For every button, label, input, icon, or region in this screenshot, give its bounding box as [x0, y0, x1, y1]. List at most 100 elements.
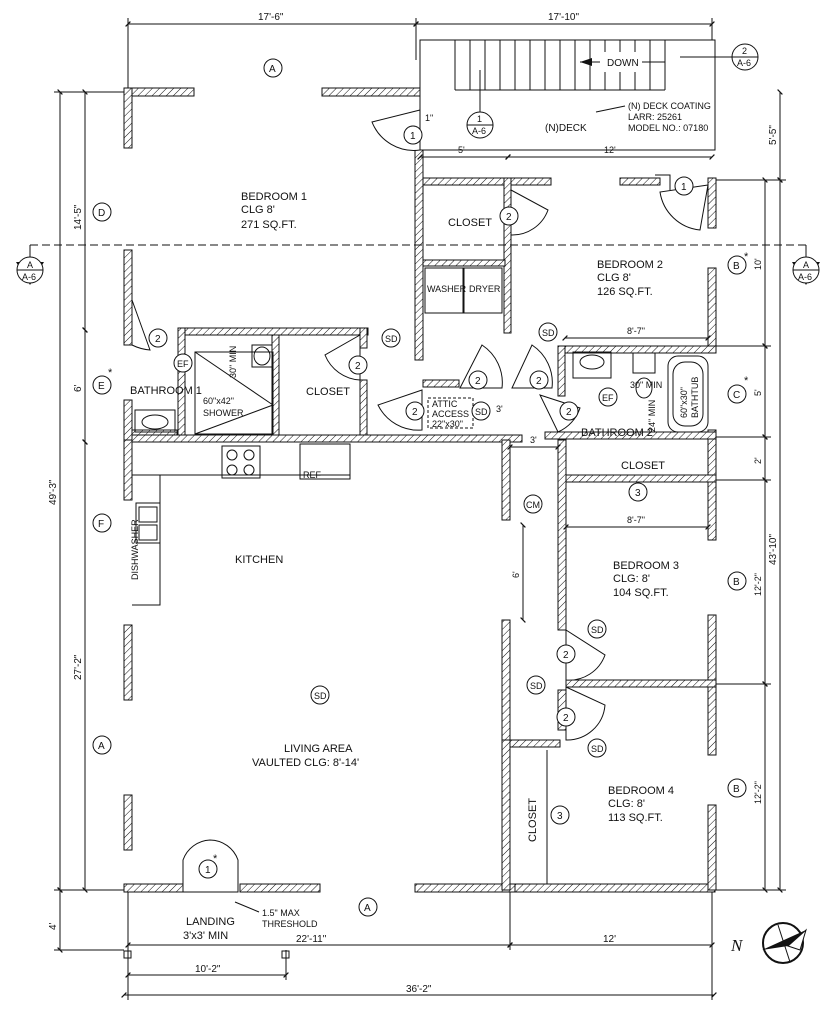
- svg-text:3: 3: [635, 488, 641, 499]
- kitchen-label: KITCHEN: [235, 554, 283, 566]
- svg-text:A: A: [803, 260, 809, 270]
- svg-text:27'-2": 27'-2": [73, 654, 84, 680]
- north-label: N: [730, 936, 744, 955]
- svg-text:(N) DECK COATING: (N) DECK COATING: [628, 101, 711, 111]
- bedroom2-name: BEDROOM 2: [597, 259, 663, 271]
- bedroom1-area: 271 SQ.FT.: [241, 219, 297, 231]
- refrigerator: [299, 443, 351, 480]
- svg-text:24" MIN: 24" MIN: [647, 400, 657, 432]
- svg-text:17'-6": 17'-6": [258, 12, 284, 23]
- bathtub: [667, 355, 709, 433]
- svg-text:SD: SD: [314, 691, 327, 701]
- closet-bed4-label: CLOSET: [527, 798, 539, 842]
- svg-text:BATHTUB: BATHTUB: [690, 377, 700, 418]
- bedroom2-clg: CLG 8': [597, 272, 631, 284]
- dishwasher-label: DISHWASHER: [130, 519, 140, 580]
- shower: [194, 351, 274, 435]
- svg-text:5': 5': [458, 145, 465, 155]
- washer: [424, 267, 464, 314]
- svg-text:CM: CM: [526, 500, 540, 510]
- svg-text:1: 1: [410, 131, 416, 142]
- bedroom3-clg: CLG: 8': [613, 573, 650, 585]
- svg-text:8'-7": 8'-7": [627, 515, 645, 525]
- closet-mid-label: CLOSET: [306, 386, 350, 398]
- svg-text:60"x30": 60"x30": [679, 387, 689, 418]
- svg-text:*: *: [744, 375, 749, 387]
- svg-text:EF: EF: [602, 393, 614, 403]
- svg-text:B: B: [733, 261, 740, 272]
- svg-text:A: A: [269, 64, 276, 75]
- svg-text:2: 2: [155, 334, 161, 345]
- closet-top-label: CLOSET: [448, 217, 492, 229]
- svg-text:36'-2": 36'-2": [406, 984, 432, 995]
- svg-text:12': 12': [604, 145, 616, 155]
- svg-text:4': 4': [48, 922, 59, 930]
- svg-text:22'-11": 22'-11": [296, 934, 327, 945]
- deck: DOWN (N)DECK (N) DECK COATING LARR: 2526…: [419, 39, 716, 190]
- detail-marker-deck-1: 1 A-6: [466, 70, 494, 139]
- section-marker-left: A A-6: [16, 245, 44, 285]
- closet-bed3-label: CLOSET: [621, 460, 665, 472]
- svg-text:A-6: A-6: [22, 272, 36, 282]
- svg-text:A: A: [364, 903, 371, 914]
- svg-text:C: C: [733, 390, 740, 401]
- bedroom2-area: 126 SQ.FT.: [597, 286, 653, 298]
- landing-label: LANDING: [186, 916, 235, 928]
- wall-type-markers: A D E * F A A B * C * B B: [92, 58, 749, 917]
- svg-text:43'-10": 43'-10": [768, 534, 779, 565]
- svg-text:*: *: [744, 251, 749, 263]
- svg-text:1: 1: [681, 182, 687, 193]
- deck-coating-note: (N) DECK COATING LARR: 25261 MODEL NO.: …: [595, 101, 711, 133]
- svg-text:A: A: [98, 741, 105, 752]
- svg-text:A-6: A-6: [737, 58, 751, 68]
- svg-text:SD: SD: [530, 681, 543, 691]
- svg-text:10': 10': [753, 258, 763, 270]
- svg-text:2: 2: [412, 407, 418, 418]
- living-clg: VAULTED CLG: 8'-14': [252, 757, 359, 769]
- section-marker-right: A A-6: [792, 245, 820, 285]
- svg-text:B: B: [733, 784, 740, 795]
- bathroom2-label: BATHROOM 2: [581, 427, 653, 439]
- svg-text:A-6: A-6: [472, 126, 486, 136]
- svg-text:30" MIN: 30" MIN: [630, 380, 662, 390]
- svg-text:ACCESS: ACCESS: [432, 409, 469, 419]
- svg-text:ATTIC: ATTIC: [432, 399, 458, 409]
- svg-text:DRYER: DRYER: [469, 284, 501, 294]
- svg-text:8'-7": 8'-7": [627, 326, 645, 336]
- range: [221, 445, 261, 479]
- svg-text:THRESHOLD: THRESHOLD: [262, 919, 318, 929]
- bedroom3-name: BEDROOM 3: [613, 560, 679, 572]
- svg-text:3': 3': [496, 404, 503, 414]
- svg-text:SD: SD: [542, 328, 555, 338]
- sink-bath1: [134, 409, 176, 433]
- exterior-walls: [123, 87, 717, 893]
- svg-text:30" MIN: 30" MIN: [228, 346, 238, 378]
- svg-text:1": 1": [425, 113, 433, 123]
- north-arrow: N: [730, 922, 807, 964]
- fixtures: WASHER DRYER 60"x42" SHOWER 30" MIN 30" …: [130, 267, 709, 884]
- svg-text:SD: SD: [475, 407, 488, 417]
- living-label: LIVING AREA: [284, 743, 353, 755]
- tags: 1 1 2 2 2 2 2 2 2 2 2 3 3 1 * SD SD SD S…: [148, 125, 694, 879]
- svg-text:A: A: [27, 260, 33, 270]
- svg-text:2: 2: [355, 361, 361, 372]
- bedroom1-clg: CLG 8': [241, 204, 275, 216]
- svg-text:5'-5": 5'-5": [768, 125, 779, 145]
- detail-marker-deck-2: 2 A-6: [680, 43, 759, 71]
- svg-text:WASHER: WASHER: [427, 284, 467, 294]
- svg-text:2': 2': [753, 457, 763, 464]
- svg-text:A-6: A-6: [798, 272, 812, 282]
- svg-text:2: 2: [742, 46, 747, 56]
- svg-text:10'-2": 10'-2": [195, 964, 221, 975]
- threshold-note: 1.5" MAX: [262, 908, 300, 918]
- svg-text:60"x42": 60"x42": [203, 396, 234, 406]
- svg-text:6': 6': [511, 571, 521, 578]
- section-markers: A A-6 A A-6 1 A-6 2 A-6: [16, 43, 820, 285]
- svg-text:LARR: 25261: LARR: 25261: [628, 112, 682, 122]
- svg-text:12': 12': [603, 934, 616, 945]
- svg-text:B: B: [733, 577, 740, 588]
- sink-bath2: [572, 351, 612, 379]
- svg-text:2: 2: [563, 713, 569, 724]
- svg-text:49'-3": 49'-3": [48, 479, 59, 505]
